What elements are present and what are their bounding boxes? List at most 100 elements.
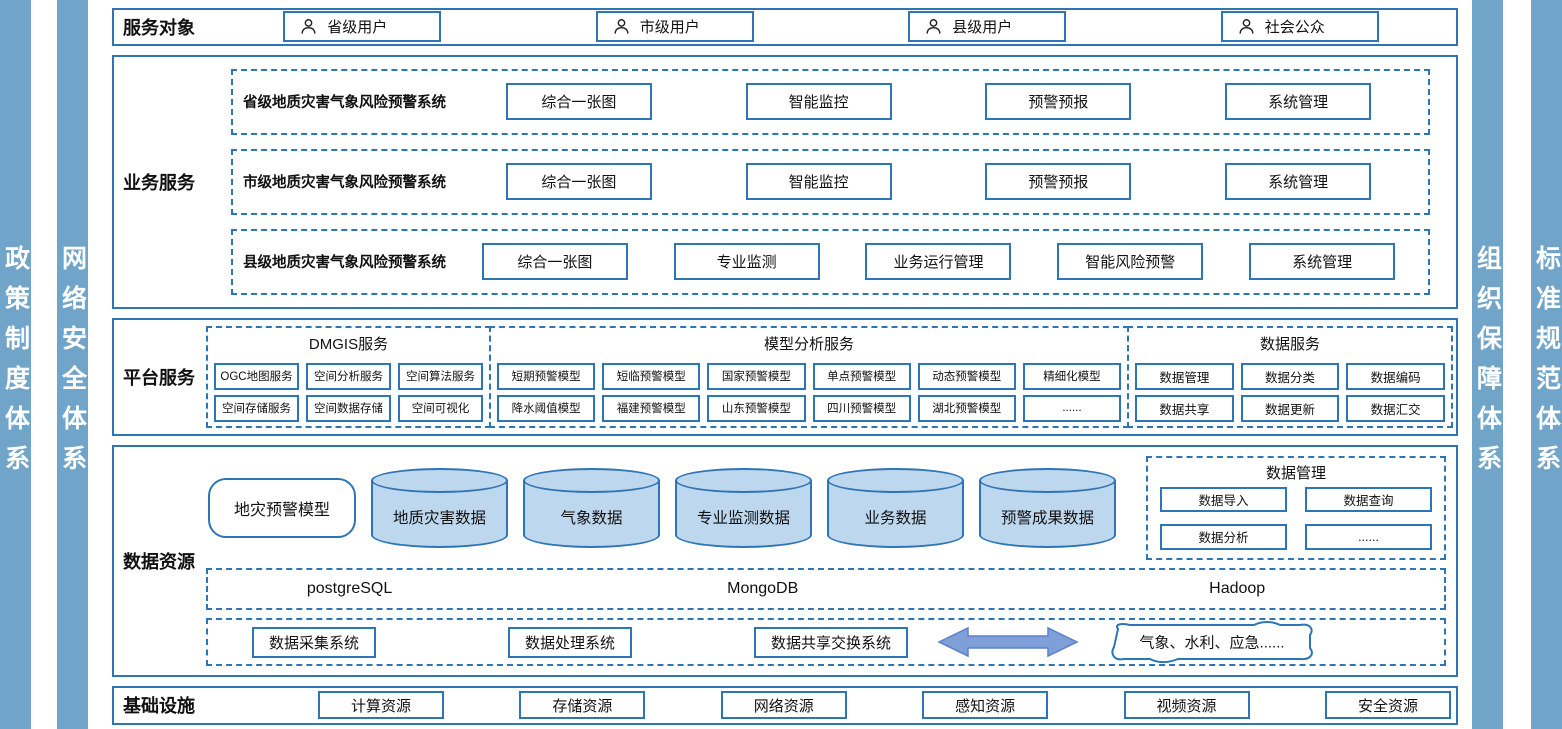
spacer xyxy=(1503,0,1531,729)
target-general-public: 社会公众 xyxy=(1220,11,1379,43)
business-systems: 省级地质灾害气象风险预警系统 综合一张图 智能监控 预警预报 系统管理 市级地质… xyxy=(231,68,1430,295)
group-title: 数据管理 xyxy=(1265,464,1326,482)
cylinder-label: 业务数据 xyxy=(864,509,927,527)
service-box: 数据共享 xyxy=(1135,394,1234,422)
user-icon xyxy=(926,19,941,34)
service-box: 空间分析服务 xyxy=(306,362,391,390)
module-box: 系统管理 xyxy=(1249,243,1396,281)
service-box: 短临预警模型 xyxy=(602,362,701,390)
section-label-infrastructure: 基础设施 xyxy=(123,696,195,717)
county-warning-system: 县级地质灾害气象风险预警系统 综合一张图 专业监测 业务运行管理 智能风险预警 … xyxy=(231,228,1430,295)
target-label: 市级用户 xyxy=(639,19,700,37)
service-box: 数据汇交 xyxy=(1346,394,1446,422)
data-resources-section: 数据资源 地灾预警模型 地质灾害数据 气象数据 xyxy=(112,444,1458,677)
group-title: 数据服务 xyxy=(1259,335,1320,353)
platform-services-section: 平台服务 DMGIS服务 OGC地图服务 空间分析服务 空间算法服务 空间存储服… xyxy=(112,317,1458,436)
system-modules: 综合一张图 智能监控 预警预报 系统管理 xyxy=(459,163,1418,201)
service-box: 四川预警模型 xyxy=(812,394,911,422)
target-provincial-users: 省级用户 xyxy=(283,11,442,43)
target-label: 社会公众 xyxy=(1264,19,1325,37)
service-box: 国家预警模型 xyxy=(707,362,806,390)
module-box: 业务运行管理 xyxy=(865,243,1012,281)
user-icon xyxy=(301,19,316,34)
business-services-section: 业务服务 省级地质灾害气象风险预警系统 综合一张图 智能监控 预警预报 系统管理… xyxy=(112,54,1458,309)
target-county-users: 县级用户 xyxy=(908,11,1067,43)
hadoop-label: Hadoop xyxy=(1209,580,1266,598)
more-box: ...... xyxy=(1305,524,1432,550)
cylinder-label: 气象数据 xyxy=(560,509,623,527)
service-box: 福建预警模型 xyxy=(602,394,701,422)
user-icon xyxy=(1239,19,1254,34)
user-icon xyxy=(614,19,629,34)
business-data-cylinder: 业务数据 xyxy=(827,467,964,548)
warning-results-data-cylinder: 预警成果数据 xyxy=(979,467,1116,548)
cylinder-label: 专业监测数据 xyxy=(696,509,790,527)
service-box: 数据分类 xyxy=(1240,362,1340,390)
data-query-box: 数据查询 xyxy=(1305,486,1432,513)
cylinder-top xyxy=(979,467,1116,493)
spacer xyxy=(31,0,57,729)
group-title: DMGIS服务 xyxy=(308,335,389,353)
service-box: 降水阈值模型 xyxy=(497,394,596,422)
geological-disaster-data-cylinder: 地质灾害数据 xyxy=(371,467,508,548)
data-stores-row: 地灾预警模型 地质灾害数据 气象数据 专业监测数据 xyxy=(206,455,1446,560)
cylinder-top xyxy=(371,467,508,493)
data-processing-system-box: 数据处理系统 xyxy=(508,626,633,658)
service-box: 数据编码 xyxy=(1346,362,1446,390)
module-box: 综合一张图 xyxy=(505,163,652,201)
service-box: 短期预警模型 xyxy=(497,362,596,390)
service-box: 空间数据存储 xyxy=(306,394,391,422)
double-arrow-icon xyxy=(938,626,1079,658)
external-systems-scroll: 气象、水利、应急...... xyxy=(1106,621,1318,664)
city-warning-system: 市级地质灾害气象风险预警系统 综合一张图 智能监控 预警预报 系统管理 xyxy=(231,148,1430,215)
service-box: 动态预警模型 xyxy=(917,362,1016,390)
module-box: 综合一张图 xyxy=(481,243,628,281)
data-resources-content: 地灾预警模型 地质灾害数据 气象数据 专业监测数据 xyxy=(206,455,1446,667)
service-box: 空间可视化 xyxy=(398,394,483,422)
module-box: 预警预报 xyxy=(985,83,1132,121)
group-title: 模型分析服务 xyxy=(763,335,854,353)
module-box: 综合一张图 xyxy=(505,83,652,121)
sidebar-network-security-system: 网络安全体系 xyxy=(57,0,88,729)
module-box: 智能监控 xyxy=(745,163,892,201)
group-row: 空间存储服务 空间数据存储 空间可视化 xyxy=(214,394,483,422)
service-box: 精细化模型 xyxy=(1022,362,1122,390)
service-box: 空间算法服务 xyxy=(398,362,483,390)
provincial-warning-system: 省级地质灾害气象风险预警系统 综合一张图 智能监控 预警预报 系统管理 xyxy=(231,68,1430,135)
data-analysis-box: 数据分析 xyxy=(1160,524,1287,550)
module-box: 系统管理 xyxy=(1225,83,1372,121)
network-resource-box: 网络资源 xyxy=(720,691,847,720)
data-service-group: 数据服务 数据管理 数据分类 数据编码 数据共享 数据更新 数据汇交 xyxy=(1127,325,1453,428)
cylinder-top xyxy=(827,467,964,493)
section-label-service-targets: 服务对象 xyxy=(123,17,195,38)
diagram-main: 服务对象 省级用户 市级用户 县级用户 社会公众 xyxy=(112,0,1458,729)
video-resource-box: 视频资源 xyxy=(1123,691,1250,720)
professional-monitoring-data-cylinder: 专业监测数据 xyxy=(675,467,812,548)
sidebar-standards-specification-system: 标准规范体系 xyxy=(1531,0,1562,729)
infrastructure-items: 计算资源 存储资源 网络资源 感知资源 视频资源 安全资源 xyxy=(318,691,1451,720)
compute-resource-box: 计算资源 xyxy=(318,691,444,720)
service-box: 空间存储服务 xyxy=(214,394,299,422)
dmgis-service-group: DMGIS服务 OGC地图服务 空间分析服务 空间算法服务 空间存储服务 空间数… xyxy=(206,325,491,428)
group-row: 降水阈值模型 福建预警模型 山东预警模型 四川预警模型 湖北预警模型 .....… xyxy=(497,394,1122,422)
cylinder-label: 预警成果数据 xyxy=(1000,509,1094,527)
section-label-business-services: 业务服务 xyxy=(123,172,195,193)
target-label: 县级用户 xyxy=(952,19,1013,37)
module-box: 智能风险预警 xyxy=(1057,243,1204,281)
group-row: 短期预警模型 短临预警模型 国家预警模型 单点预警模型 动态预警模型 精细化模型 xyxy=(497,362,1122,390)
data-collection-system-box: 数据采集系统 xyxy=(252,626,377,658)
section-label-platform-services: 平台服务 xyxy=(123,367,195,388)
platform-groups: DMGIS服务 OGC地图服务 空间分析服务 空间算法服务 空间存储服务 空间数… xyxy=(206,325,1453,428)
service-targets-section: 服务对象 省级用户 市级用户 县级用户 社会公众 xyxy=(112,8,1458,46)
postgresql-label: postgreSQL xyxy=(306,580,393,598)
data-import-box: 数据导入 xyxy=(1160,486,1287,513)
module-box: 专业监测 xyxy=(673,243,820,281)
infrastructure-section: 基础设施 计算资源 存储资源 网络资源 感知资源 视频资源 安全资源 xyxy=(112,685,1458,725)
sensing-resource-box: 感知资源 xyxy=(922,691,1049,720)
service-targets-list: 省级用户 市级用户 县级用户 社会公众 xyxy=(206,11,1456,43)
service-box: 湖北预警模型 xyxy=(917,394,1016,422)
disaster-warning-model-box: 地灾预警模型 xyxy=(208,477,356,538)
security-resource-box: 安全资源 xyxy=(1324,691,1451,720)
data-management-group: 数据管理 数据导入 数据查询 数据分析 ...... xyxy=(1146,455,1446,560)
